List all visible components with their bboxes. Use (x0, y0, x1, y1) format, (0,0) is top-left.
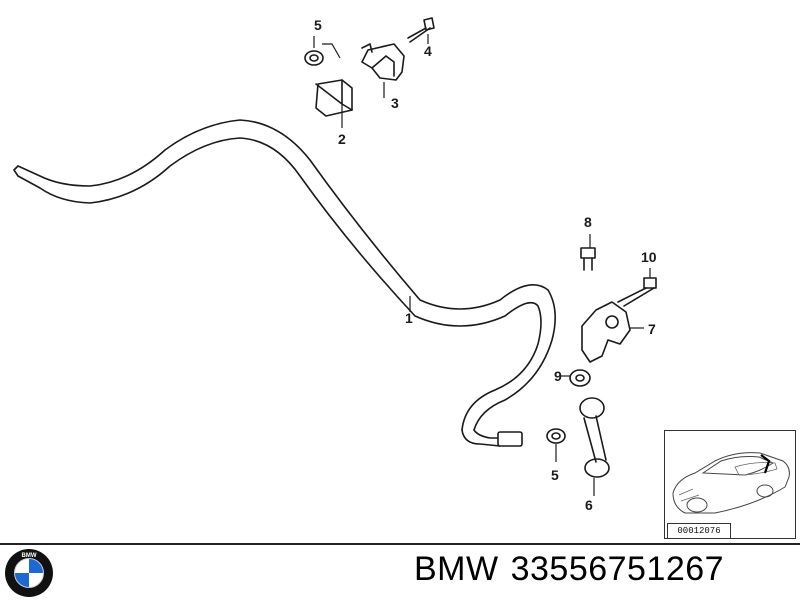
inset-diagram-code: 00012076 (667, 523, 731, 539)
callout-5-top: 5 (314, 17, 322, 33)
callout-2: 2 (338, 131, 346, 147)
callout-7: 7 (648, 321, 656, 337)
svg-text:BMW: BMW (22, 553, 37, 559)
car-outline-icon (672, 452, 790, 514)
bmw-logo-icon: BMW (5, 549, 53, 597)
footer-divider (0, 543, 800, 545)
footer-part-label: BMW 33556751267 (414, 550, 736, 589)
callout-3: 3 (391, 95, 399, 111)
vehicle-locator-inset (664, 430, 796, 539)
callout-1: 1 (405, 310, 413, 326)
exploded-parts-diagram: 5 4 3 2 1 8 10 7 9 5 6 (13, 17, 657, 513)
link-bracket (581, 301, 631, 363)
stabilizer-link (579, 397, 610, 478)
nut-9 (569, 369, 591, 387)
brand-name: BMW (414, 550, 499, 588)
callout-4: 4 (424, 43, 432, 59)
bolt-8 (580, 247, 596, 271)
nut-5-lower (546, 428, 566, 444)
stabilizer-bar (13, 119, 556, 447)
rubber-mount (315, 79, 353, 117)
callout-10: 10 (641, 249, 657, 265)
callout-8: 8 (584, 214, 592, 230)
bracket (361, 43, 405, 81)
part-number: 33556751267 (510, 550, 725, 588)
callout-9: 9 (554, 368, 562, 384)
nut-5-top (304, 50, 324, 66)
callout-6: 6 (585, 497, 593, 513)
bolt-10 (617, 277, 657, 307)
callout-5-lower: 5 (551, 467, 559, 483)
leader-lines (313, 34, 651, 496)
bolt-4 (407, 17, 435, 43)
